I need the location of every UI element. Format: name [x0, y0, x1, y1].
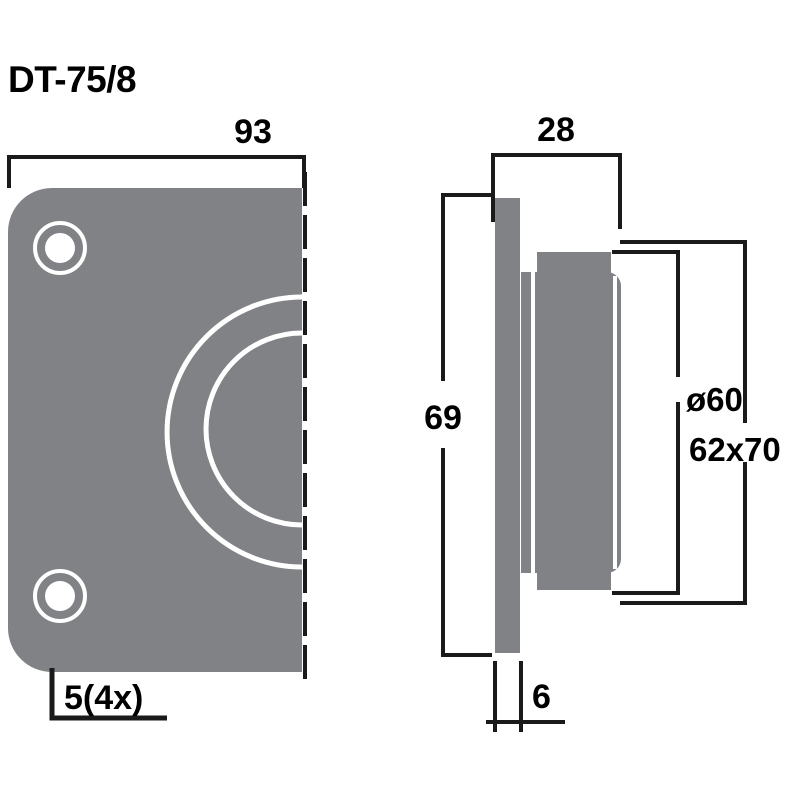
dimension-line-height-69-lower [441, 448, 492, 657]
dimension-label-height-69: 69 [424, 399, 462, 437]
front-plate-body [0, 150, 320, 690]
dimension-label-size-62x70: 62x70 [689, 431, 781, 468]
front-view: 93 5(4x) [0, 113, 320, 721]
dimension-line-diameter-60-lower [612, 402, 680, 595]
dimension-label-hole-size: 5(4x) [64, 679, 143, 717]
dimension-line-height-69-upper [441, 193, 492, 381]
side-magnet-body [500, 240, 640, 590]
dimension-line-depth-28 [491, 153, 622, 229]
dimension-label-depth-28: 28 [537, 111, 575, 149]
dimension-line-diameter-60-upper [612, 250, 680, 377]
side-view: 28 69 ø60 62x70 6 [424, 111, 781, 732]
dimension-label-diameter-60: ø60 [686, 381, 743, 418]
dimension-line-size-62x70-lower [620, 462, 747, 605]
dimension-line-width-93 [7, 155, 306, 188]
dimension-label-thickness-6: 6 [532, 678, 551, 716]
dimension-label-width-93: 93 [234, 113, 272, 151]
dimension-line-size-62x70-upper [620, 240, 747, 423]
leader-line-hole-size [49, 668, 167, 721]
model-title: DT-75/8 [8, 59, 136, 100]
